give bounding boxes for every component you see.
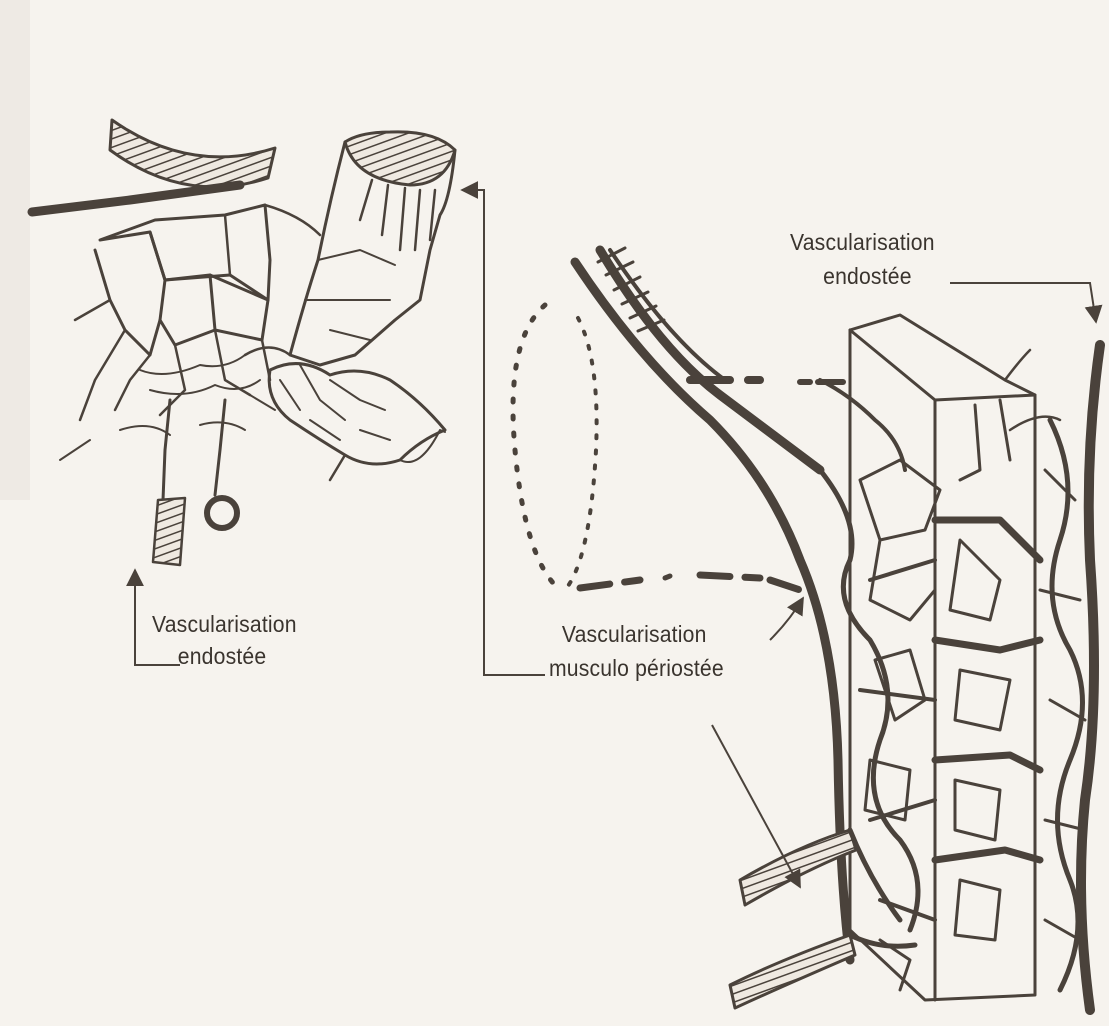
vessel-cross-section [207,498,237,528]
label-musculo-line2: musculo périostée [549,654,724,682]
cut-vessel-bottom-2 [730,935,855,1008]
label-endostee-right: Vascularisation endostée [790,228,935,290]
arrows [135,190,1096,887]
left-artery [32,185,240,212]
bone-section-hatched [345,132,455,185]
cut-vessel-top [110,120,275,187]
label-endostee-left-line1: Vascularisation [152,610,297,638]
left-bone-diagram [32,120,455,565]
label-endostee-left-line2: endostée [178,642,297,670]
arrow-musculo-left [462,190,545,675]
label-musculo-line1: Vascularisation [562,620,724,648]
label-musculo-periostee: Vascularisation musculo périostée [560,620,724,682]
label-endostee-right-line2: endostée [823,262,935,290]
label-endostee-right-line1: Vascularisation [790,228,935,256]
label-endostee-left: Vascularisation endostée [152,610,297,670]
cut-vessel-small [153,498,185,565]
scan-edge [0,0,30,500]
arrow-endostee-right [950,283,1096,322]
arrow-musculo-right [770,598,803,640]
arrow-diagonal [712,725,800,887]
